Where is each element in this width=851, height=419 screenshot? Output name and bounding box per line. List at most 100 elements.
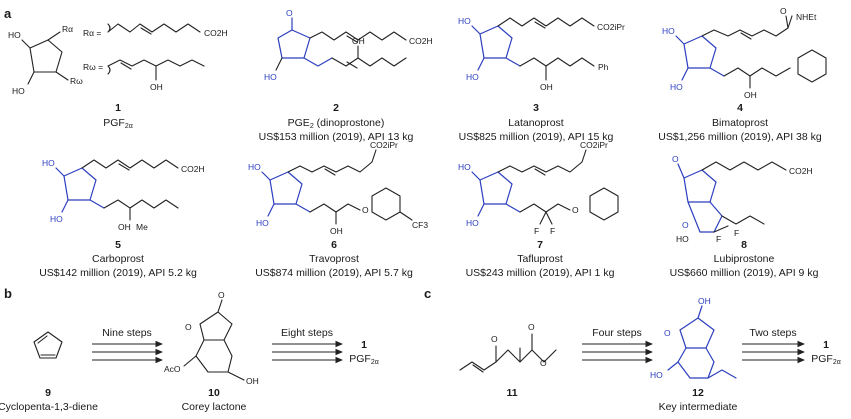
svg-text:HO: HO [458,16,471,26]
compound-5-name: Carboprost [92,253,144,265]
compound-8-number: 8 [741,239,747,251]
svg-text:CO2iPr: CO2iPr [597,22,625,32]
compound-2-number: 2 [333,102,339,114]
compound-11-structure: O O O [459,322,557,373]
svg-text:HO: HO [264,72,277,82]
svg-text:OH: OH [150,82,163,92]
compound-12-number: 12 [692,387,704,399]
compound-2-structure: O CO2H OH HO [264,8,433,82]
compound-10-number: 10 [208,387,220,399]
svg-text:OH: OH [330,226,343,236]
svg-text:O: O [780,6,787,16]
svg-text:O: O [491,334,498,344]
svg-text:CO2H: CO2H [409,36,433,46]
compound-3-number: 3 [533,102,539,114]
compound-2-info: US$153 million (2019), API 13 kg [259,131,414,143]
svg-text:O: O [528,322,535,332]
compound-3-name: Latanoprost [508,117,564,129]
svg-text:OH: OH [118,222,131,232]
svg-text:OH: OH [540,82,553,92]
svg-text:F: F [534,226,539,236]
svg-text:HO: HO [466,218,479,228]
compound-6-name: Travoprost [309,253,359,265]
step-label-c1: Four steps [592,327,642,339]
compound-12-name: Key intermediate [659,401,738,413]
svg-text:HO: HO [670,82,683,92]
svg-text:OH: OH [352,36,365,46]
compound-7-info: US$243 million (2019), API 1 kg [466,267,615,279]
svg-text:CO2iPr: CO2iPr [370,140,398,150]
product-c-number: 1 [823,339,829,351]
compound-6-structure: HO HO CO2iPr OH O CF3 [248,140,428,236]
svg-text:CO2iPr: CO2iPr [580,140,608,150]
svg-text:O: O [572,205,579,215]
step-label-c2: Two steps [749,327,796,339]
panel-label-b: b [4,286,12,301]
compound-10-structure: O O AcO OH [164,290,259,386]
compound-3-structure: HO HO CO2iPr OH Ph [458,16,625,92]
compound-7-name: Tafluprost [517,253,563,265]
arrow-c-step1 [582,340,654,364]
svg-text:CF3: CF3 [412,220,428,230]
compound-9-name: Cyclopenta-1,3-diene [0,401,98,413]
compound-5-info: US$142 million (2019), API 5.2 kg [39,267,197,279]
compound-2-name: PGE2 (dinoprostone) [288,117,385,130]
compound-8-info: US$660 million (2019), API 9 kg [670,267,819,279]
svg-text:HO: HO [650,370,663,380]
compound-1-name: PGF2α [103,117,133,130]
r-omega-label: Rω = [83,62,103,72]
compound-7-structure: HO HO CO2iPr F F O [458,140,619,236]
svg-text:HO: HO [676,234,689,244]
arrow-c-step2 [742,340,806,364]
panel-label-a: a [4,6,12,21]
svg-text:O: O [286,8,293,18]
svg-text:HO: HO [662,26,675,36]
svg-text:Me: Me [136,222,148,232]
compound-4-name: Bimatoprost [712,117,768,129]
compound-12-structure: O OH HO [650,296,737,380]
svg-text:HO: HO [12,86,25,96]
svg-text:O: O [185,322,192,332]
svg-text:HO: HO [466,72,479,82]
compound-5-structure: HO HO CO2H OH Me [42,158,205,232]
svg-text:HO: HO [50,214,63,224]
svg-text:Ph: Ph [598,62,609,72]
r-omega-tag: Rω [70,76,83,86]
svg-text:O: O [362,205,369,215]
svg-text:HO: HO [42,158,55,168]
compound-1-structure: HO HO Rα Rω Rα = CO2H Rω = OH [8,23,228,96]
step-label-b2: Eight steps [281,327,333,339]
compound-5-number: 5 [115,239,121,251]
product-b-number: 1 [361,339,367,351]
svg-text:F: F [716,234,721,244]
svg-text:O: O [664,328,671,338]
compound-1-number: 1 [115,102,121,114]
compound-4-structure: HO HO O NHEt OH [662,6,827,100]
svg-text:O: O [218,290,225,300]
svg-text:F: F [734,228,739,238]
compound-8-structure: O CO2H O HO F F [672,154,813,244]
svg-text:NHEt: NHEt [796,12,817,22]
compound-3-info: US$825 million (2019), API 15 kg [459,131,614,143]
compound-4-number: 4 [737,102,743,114]
compound-4-info: US$1,256 million (2019), API 38 kg [658,131,822,143]
svg-text:F: F [550,226,555,236]
svg-text:AcO: AcO [164,364,181,374]
compound-6-number: 6 [331,239,337,251]
step-label-b1: Nine steps [102,327,152,339]
arrow-b-step1 [92,340,164,364]
svg-text:HO: HO [248,162,261,172]
svg-text:O: O [540,358,547,368]
compound-7-number: 7 [537,239,543,251]
svg-text:CO2H: CO2H [204,28,228,38]
panel-label-c: c [424,286,431,301]
compound-11-number: 11 [506,387,517,399]
compound-9-structure [33,331,63,359]
r-alpha-tag: Rα [62,24,73,34]
svg-text:CO2H: CO2H [789,166,813,176]
compound-10-name: Corey lactone [182,401,247,413]
svg-text:OH: OH [246,376,259,386]
svg-text:HO: HO [8,30,21,40]
svg-text:HO: HO [458,162,471,172]
